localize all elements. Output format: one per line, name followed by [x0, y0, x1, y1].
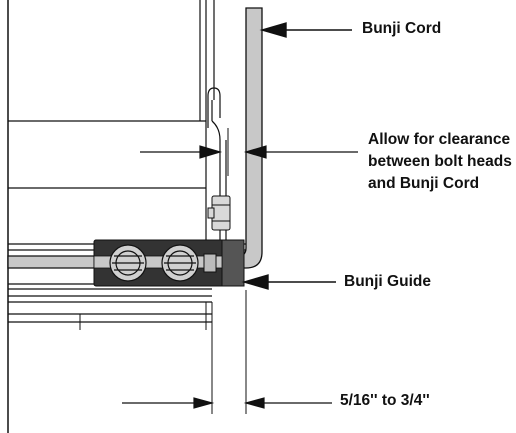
bunji-guide-label: Bunji Guide: [344, 271, 431, 293]
bunji-cord-label: Bunji Cord: [362, 18, 441, 40]
dimension-extension-lines: [211, 290, 247, 414]
dimension-label: 5/16'' to 3/4'': [340, 390, 430, 412]
bunji-cord-pointer: [259, 22, 352, 38]
clearance-label-line-2: between bolt heads: [368, 153, 512, 170]
dimension-arrows: [122, 397, 332, 409]
bunji-cord-label-text: Bunji Cord: [362, 20, 442, 37]
clearance-arrows: [140, 128, 358, 176]
guide-bolt-head-right: [161, 244, 199, 282]
plate-bolt: [207, 195, 231, 231]
clearance-label: Allow for clearance between bolt heads a…: [368, 129, 512, 195]
bunji-guide-pointer: [241, 274, 336, 290]
guide-bolt-head-left: [109, 244, 147, 282]
clearance-label-line-3: and Bunji Cord: [368, 175, 480, 192]
dimension-label-text: 5/16'' to 3/4'': [340, 392, 430, 409]
frame-structure: [8, 0, 227, 240]
bunji-guide-end-cap: [221, 239, 245, 287]
clearance-label-line-1: Allow for clearance: [368, 131, 511, 148]
rail-tick-marks: [79, 302, 213, 330]
bunji-cord: [7, 7, 263, 269]
bunji-guide-label-text: Bunji Guide: [344, 273, 431, 290]
guide-nut: [203, 253, 217, 273]
